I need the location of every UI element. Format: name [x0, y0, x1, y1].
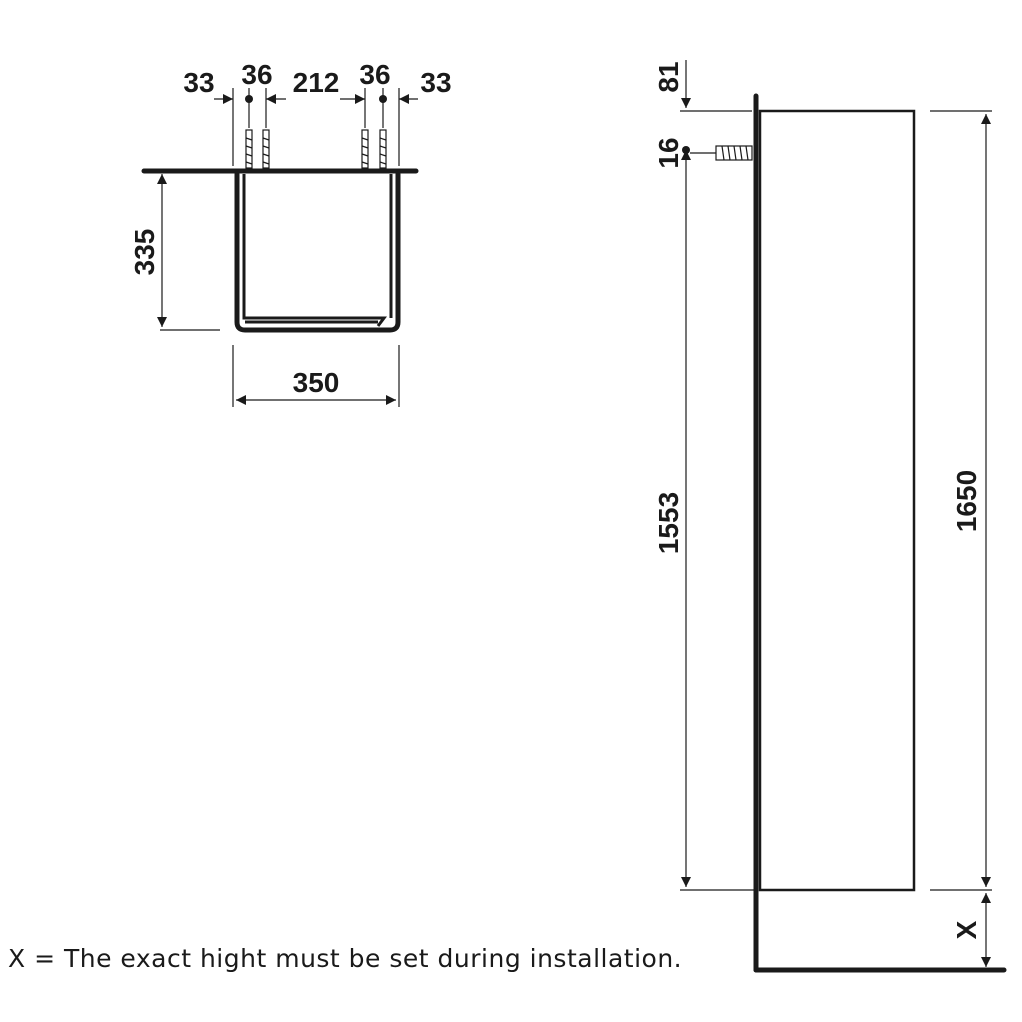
dim-left-hole: 36 [241, 59, 272, 90]
hole-marker [245, 95, 253, 103]
dim-floor-gap: X [951, 920, 982, 939]
dim-right-hole: 36 [359, 59, 390, 90]
dim-left-edge: 33 [183, 67, 214, 98]
plug-icon [262, 129, 270, 169]
cabinet-plan-outline [234, 171, 401, 333]
dim-center: 212 [293, 67, 340, 98]
plug-icon [379, 129, 387, 169]
dim-width: 350 [293, 367, 340, 398]
cabinet-side [758, 109, 916, 892]
plug-icon [245, 129, 253, 169]
dim-hole-offset: 16 [653, 137, 684, 168]
plug-icon [361, 129, 369, 169]
dim-depth: 335 [129, 229, 160, 276]
top-view: 33 36 212 36 33 335 350 [129, 59, 452, 407]
dim-right-edge: 33 [420, 67, 451, 98]
dim-total-height: 1650 [951, 470, 982, 532]
hole-marker [379, 95, 387, 103]
side-view: 81 16 1553 1650 X [653, 60, 1007, 973]
dim-hole-height: 1553 [653, 492, 684, 554]
cabinet-plan-inner [242, 174, 387, 327]
screw-plug-side [682, 145, 753, 161]
installation-note: X = The exact hight must be set during i… [8, 944, 683, 973]
dim-top-offset: 81 [653, 61, 684, 92]
screw-plugs-top [245, 129, 387, 169]
